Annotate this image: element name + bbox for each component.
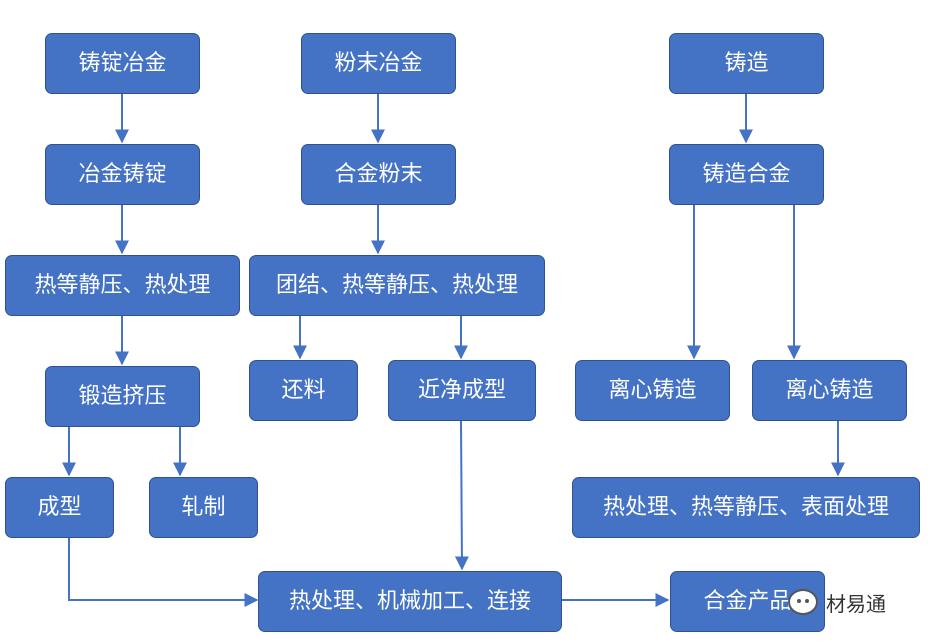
node-centrifugal-casting-2: 离心铸造 (752, 360, 907, 421)
node-cast-alloy: 铸造合金 (669, 144, 824, 205)
node-alloy-ingot: 冶金铸锭 (45, 144, 200, 205)
watermark: 材易通 (788, 586, 918, 618)
node-rolling: 轧制 (149, 477, 258, 538)
node-hip-heat-treatment: 热等静压、热处理 (5, 255, 240, 316)
node-casting: 铸造 (669, 33, 824, 94)
node-alloy-powder: 合金粉末 (301, 144, 456, 205)
node-centrifugal-casting-1: 离心铸造 (575, 360, 730, 421)
watermark-text: 材易通 (826, 591, 886, 616)
node-forging-extrusion: 锻造挤压 (45, 366, 200, 427)
node-powder-metallurgy: 粉末冶金 (301, 33, 456, 94)
node-heat-hip-surface: 热处理、热等静压、表面处理 (572, 477, 920, 538)
node-forming: 成型 (5, 477, 114, 538)
node-ingot-metallurgy: 铸锭冶金 (45, 33, 200, 94)
node-recycle-material: 还料 (249, 360, 358, 421)
node-near-net-shape: 近净成型 (388, 360, 536, 421)
wechat-icon (788, 589, 818, 615)
node-heat-machining-joining: 热处理、机械加工、连接 (258, 571, 562, 632)
node-consolidation-hip-heat: 团结、热等静压、热处理 (249, 255, 545, 316)
